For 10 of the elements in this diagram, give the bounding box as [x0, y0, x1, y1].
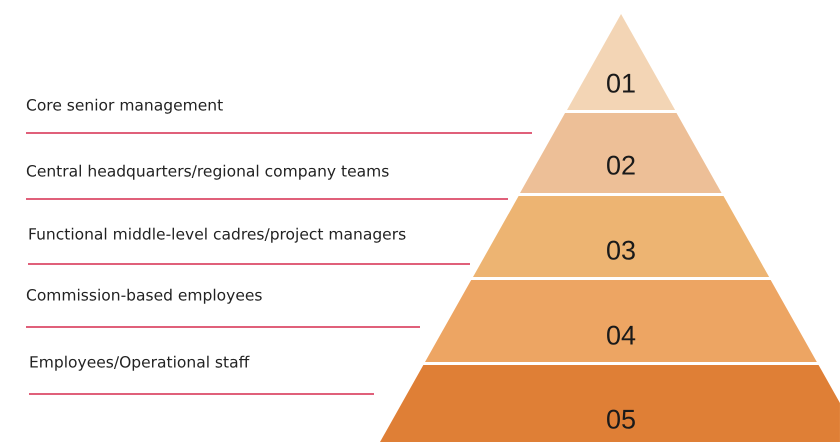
tier-number: 03 [606, 238, 636, 264]
tier-label: Core senior management [26, 98, 224, 114]
tier-number: 04 [606, 322, 636, 350]
tier-number: 01 [606, 70, 636, 98]
tier-number: 02 [606, 152, 636, 180]
tier-label: Central headquarters/regional company teams [26, 164, 390, 180]
tier-label: Employees/Operational staff [29, 355, 250, 371]
tier-number: 05 [606, 406, 636, 434]
tier-label: Functional middle-level cadres/project managers [28, 227, 406, 243]
tier-label: Commission-based employees [26, 288, 262, 304]
